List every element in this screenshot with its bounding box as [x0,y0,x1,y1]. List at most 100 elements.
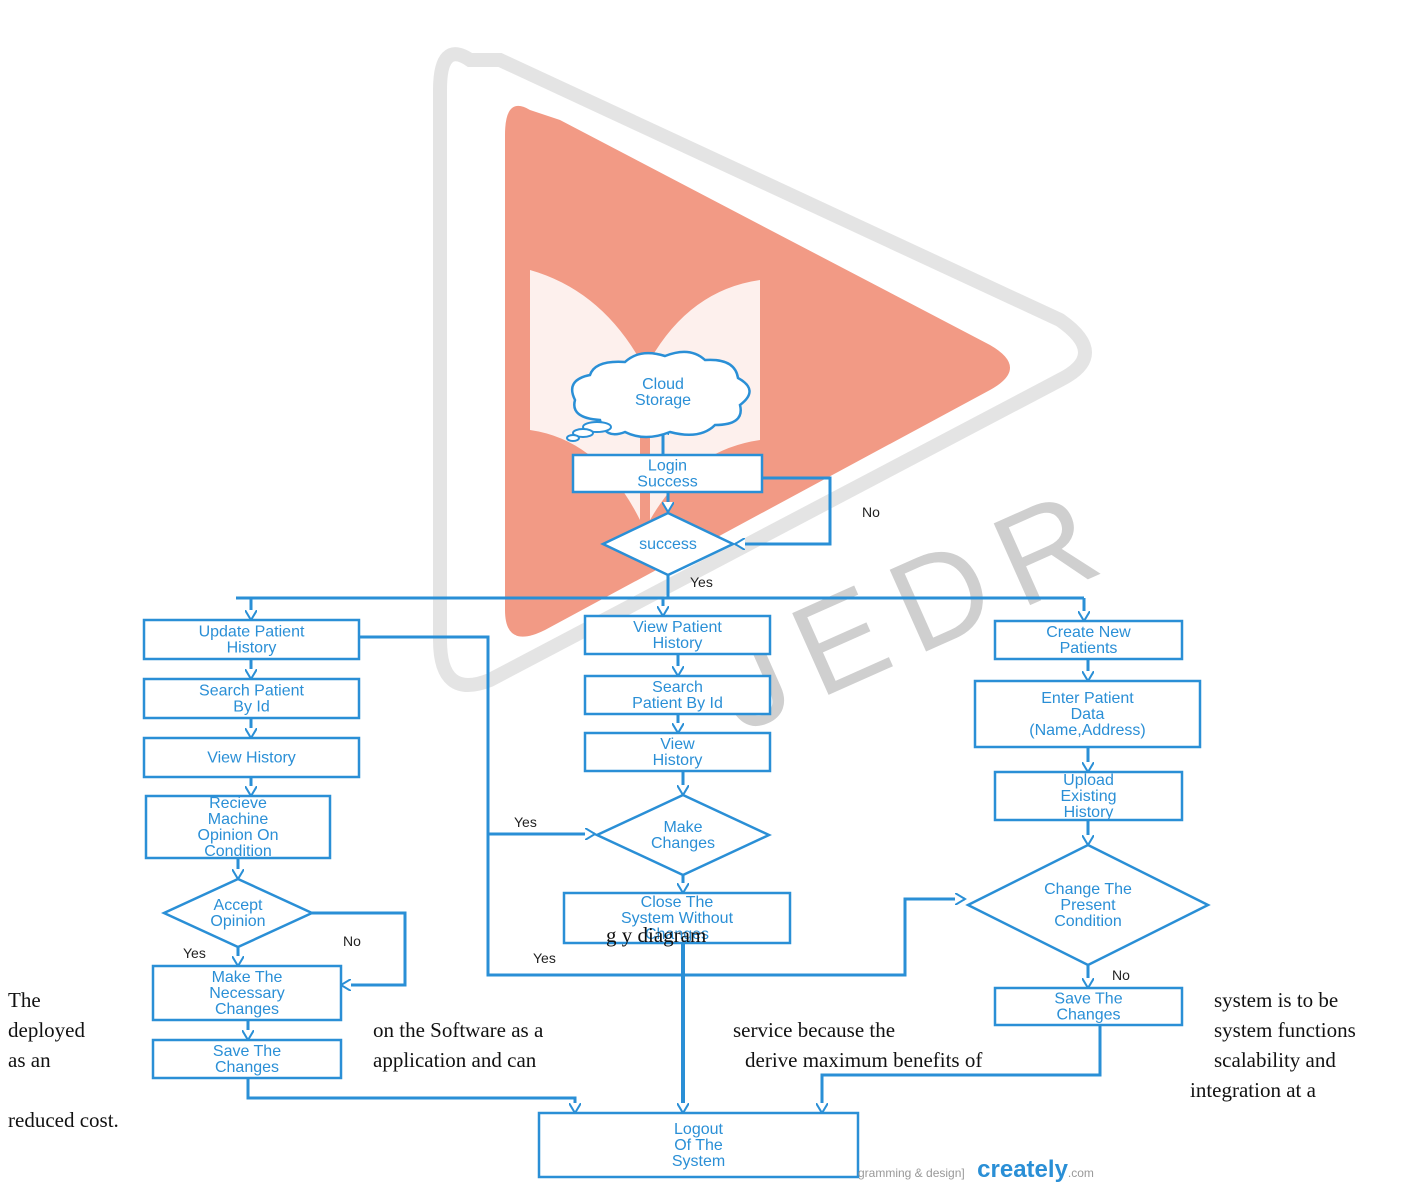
accept-opinion-label: Opinion [210,913,265,930]
edge-label-yes-make-changes: Yes [514,814,537,830]
paragraph-line3-b: application and can [373,1048,537,1072]
upload-history-rect [993,770,1184,822]
edge-label-no-accept: No [343,933,361,949]
change-condition-diamond [965,843,1211,967]
view-history-left-label: View History [207,750,296,767]
receive-opinion-label: Condition [204,843,272,860]
change-condition-label: Present [1060,897,1116,914]
edge-label-yes-success: Yes [690,574,713,590]
paragraph-line3-a: as an [8,1048,51,1072]
receive-opinion-box [144,794,332,860]
change-condition-label: Condition [1054,913,1122,930]
search-mid-box [583,674,772,716]
logout-rect [537,1111,860,1179]
login-label: Success [637,474,697,491]
make-necessary-label: Make The [212,969,283,986]
paragraph-line2-c: service because the [733,1018,896,1042]
logout-label: Logout [674,1121,723,1138]
save-left-label: Changes [215,1059,279,1076]
change-condition-label: Change The [1044,881,1132,898]
update-history-box [142,618,361,661]
edges [236,425,1102,1113]
connector-27 [822,1025,1102,1113]
receive-opinion-label: Opinion On [198,827,279,844]
paragraph-line4: integration at a [1190,1078,1316,1102]
search-left-box [142,677,361,720]
save-left-label: Save The [213,1043,281,1060]
search-left-label: Search Patient [199,683,305,700]
enter-data-label: (Name,Address) [1029,722,1145,739]
view-history-left-rect [142,736,361,779]
search-mid-rect [583,674,772,716]
cloud-bubble [566,434,580,442]
success-diamond [600,511,736,577]
make-necessary-label: Changes [215,1001,279,1018]
close-system-rect [562,891,792,945]
cloud-label: Storage [635,392,691,409]
close-system-label: Close The [641,894,714,911]
connector-14 [246,1078,575,1113]
update-history-rect [142,618,361,661]
paragraph-line2-a: deployed [8,1018,85,1042]
upload-history-box [993,770,1184,822]
paragraph-line2-b: on the Software as a [373,1018,544,1042]
paragraph-line1-a: The [8,988,41,1012]
view-patient-history-rect [583,614,772,656]
credit-suffix: .com [1067,1166,1094,1180]
create-new-label: Create New [1046,624,1131,641]
login-rect [571,453,764,494]
accept-opinion-diamond [161,877,315,949]
edge-label-yes-update: Yes [533,950,556,966]
save-right-label: Save The [1054,991,1122,1008]
view-history-mid-label: History [653,752,703,769]
paragraph-line2-d: system functions [1214,1018,1356,1042]
paragraph-line1-b: system is to be [1214,988,1339,1012]
cloud-bubble [572,428,594,438]
create-new-box [993,619,1184,661]
view-patient-history-label: History [653,635,703,652]
logout-box [537,1111,860,1179]
paragraph-line3-d: scalability and [1214,1048,1336,1072]
view-history-mid-box [583,731,772,773]
update-history-label: Update Patient [199,624,305,641]
save-left-box [151,1038,343,1080]
make-changes-diamond [594,793,772,877]
connector-16 [359,635,965,977]
logout-label: Of The [674,1137,723,1154]
make-necessary-rect [151,964,343,1022]
upload-history-label: History [1064,804,1114,821]
receive-opinion-rect [144,794,332,860]
create-new-rect [993,619,1184,661]
accept-opinion-label: Accept [214,897,263,914]
view-history-mid-label: View [660,736,695,753]
watermark-outline [433,47,1092,692]
cloud-storage-node [566,350,751,442]
upload-history-label: Existing [1060,788,1116,805]
close-system-box [562,891,792,945]
upload-history-label: Upload [1063,772,1114,789]
cloud-label: Cloud [642,376,684,393]
login-box [571,453,764,494]
paragraph-line5: reduced cost. [8,1108,119,1132]
enter-data-label: Data [1071,706,1105,723]
make-necessary-label: Necessary [209,985,285,1002]
overlap-text: g y diagram [606,923,706,947]
search-left-rect [142,677,361,720]
success-label: success [639,536,697,553]
connector-15 [312,911,407,985]
save-left-rect [151,1038,343,1080]
close-system-label: System Without [621,910,734,927]
view-patient-history-label: View Patient [633,619,722,636]
logout-label: System [672,1153,725,1170]
receive-opinion-label: Recieve [209,795,267,812]
close-system-label: Changes [645,926,709,943]
update-history-label: History [227,640,277,657]
enter-data-label: Enter Patient [1041,690,1134,707]
receive-opinion-label: Machine [208,811,269,828]
paragraph-line3-c: derive maximum benefits of [745,1048,983,1072]
view-patient-history-box [583,614,772,656]
edge-label-no-condition: No [1112,967,1130,983]
